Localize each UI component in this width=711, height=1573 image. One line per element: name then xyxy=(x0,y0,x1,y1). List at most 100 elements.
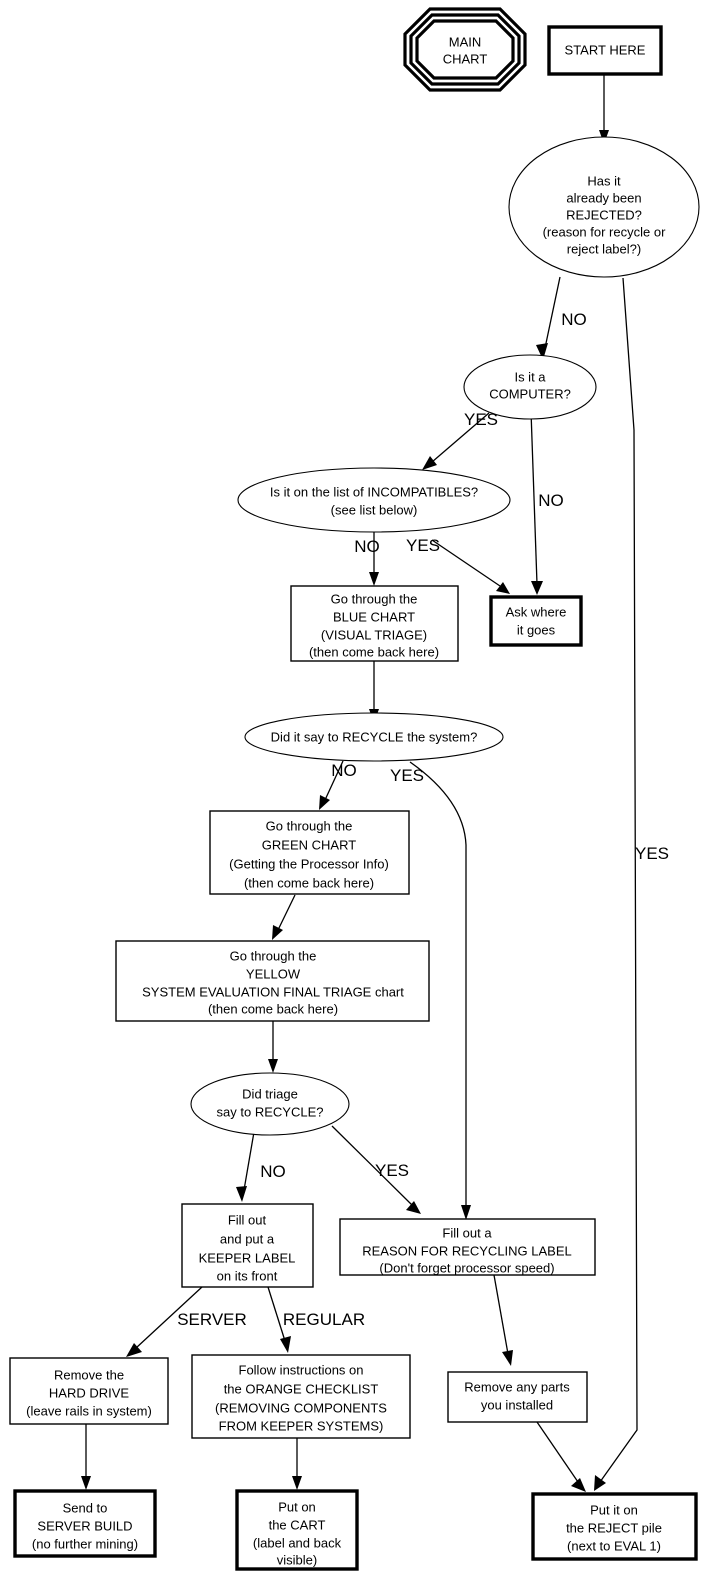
edge-label-computer-yes: YES xyxy=(464,410,498,429)
edge-incompat-yes xyxy=(431,539,510,594)
already-rejected-line4: (reason for recycle or xyxy=(543,224,666,239)
edge-removeparts-to-reject xyxy=(536,1421,586,1492)
edge-rejected-no xyxy=(536,276,561,360)
orange-checklist-line4: FROM KEEPER SYSTEMS) xyxy=(219,1418,384,1433)
triage-recycle-line1: Did triage xyxy=(242,1086,298,1101)
already-rejected-line1: Has it xyxy=(587,173,621,188)
edge-label-computer-no: NO xyxy=(538,491,564,510)
blue-chart-line3: (VISUAL TRIAGE) xyxy=(321,627,427,642)
remove-hdd-line2: HARD DRIVE xyxy=(49,1385,130,1400)
node-already-rejected[interactable]: Has it already been REJECTED? (reason fo… xyxy=(508,136,700,278)
node-yellow-chart[interactable]: Go through the YELLOW SYSTEM EVALUATION … xyxy=(115,940,430,1022)
edge-computer-no xyxy=(530,410,543,595)
node-incompatibles[interactable]: Is it on the list of INCOMPATIBLES? (see… xyxy=(237,467,511,533)
edge-rejected-yes xyxy=(594,277,638,1491)
edges-layer xyxy=(81,74,638,1492)
edge-label-incompat-no: NO xyxy=(354,537,380,556)
say-recycle-line1: Did it say to RECYCLE the system? xyxy=(271,729,478,744)
edge-label-incompat-yes: YES xyxy=(406,536,440,555)
edge-hdd-to-serverbuild xyxy=(81,1424,91,1490)
edge-keeper-regular xyxy=(267,1286,291,1353)
already-rejected-line5: reject label?) xyxy=(567,241,641,256)
node-server-build[interactable]: Send to SERVER BUILD (no further mining) xyxy=(13,1489,157,1558)
start-here-label: START HERE xyxy=(565,42,646,57)
main-chart-line2: CHART xyxy=(443,51,488,66)
edge-label-recycle-yes: YES xyxy=(390,766,424,785)
node-say-recycle[interactable]: Did it say to RECYCLE the system? xyxy=(244,712,504,762)
yellow-chart-line3: SYSTEM EVALUATION FINAL TRIAGE chart xyxy=(142,984,404,999)
green-chart-line3: (Getting the Processor Info) xyxy=(229,856,389,871)
orange-checklist-line1: Follow instructions on xyxy=(239,1362,364,1377)
node-remove-hdd[interactable]: Remove the HARD DRIVE (leave rails in sy… xyxy=(9,1357,169,1425)
edge-label-triage-yes: YES xyxy=(375,1161,409,1180)
green-chart-line4: (then come back here) xyxy=(244,875,374,890)
green-chart-line2: GREEN CHART xyxy=(262,837,356,852)
server-build-line1: Send to xyxy=(63,1500,108,1515)
edge-green-to-yellow xyxy=(272,894,296,940)
ask-where-line2: it goes xyxy=(517,622,556,637)
ask-where-line1: Ask where xyxy=(506,604,567,619)
orange-checklist-line2: the ORANGE CHECKLIST xyxy=(224,1381,379,1396)
already-rejected-line2: already been xyxy=(566,190,641,205)
node-put-cart[interactable]: Put on the CART (label and back visible) xyxy=(235,1489,359,1571)
node-start-here[interactable]: START HERE xyxy=(547,25,663,76)
node-keeper-label[interactable]: Fill out and put a KEEPER LABEL on its f… xyxy=(181,1203,314,1288)
remove-hdd-line1: Remove the xyxy=(54,1367,124,1382)
node-orange-checklist[interactable]: Follow instructions on the ORANGE CHECKL… xyxy=(191,1354,411,1439)
put-cart-line4: visible) xyxy=(277,1552,317,1567)
recycling-label-line3: (Don't forget processor speed) xyxy=(379,1260,554,1275)
put-cart-line3: (label and back xyxy=(253,1535,342,1550)
server-build-line3: (no further mining) xyxy=(32,1536,138,1551)
node-recycling-label[interactable]: Fill out a REASON FOR RECYCLING LABEL (D… xyxy=(339,1218,596,1276)
blue-chart-line4: (then come back here) xyxy=(309,644,439,659)
keeper-label-line3: KEEPER LABEL xyxy=(199,1250,296,1265)
is-computer-line2: COMPUTER? xyxy=(489,386,571,401)
node-main-chart[interactable]: MAIN CHART xyxy=(403,7,527,92)
is-computer-line1: Is it a xyxy=(514,369,546,384)
edge-label-keeper-server: SERVER xyxy=(177,1310,247,1329)
orange-checklist-line3: (REMOVING COMPONENTS xyxy=(215,1400,387,1415)
already-rejected-line3: REJECTED? xyxy=(566,207,642,222)
edge-start-to-rejected xyxy=(599,74,609,144)
yellow-chart-line2: YELLOW xyxy=(246,966,301,981)
edge-orange-to-cart xyxy=(292,1438,302,1490)
triage-recycle-line2: say to RECYCLE? xyxy=(217,1104,324,1119)
edge-label-rejected-yes: YES xyxy=(635,844,669,863)
edge-recycling-to-removeparts xyxy=(493,1274,513,1366)
incompatibles-line1: Is it on the list of INCOMPATIBLES? xyxy=(270,484,478,499)
reject-pile-line3: (next to EVAL 1) xyxy=(567,1538,661,1553)
keeper-label-line2: and put a xyxy=(220,1231,275,1246)
node-green-chart[interactable]: Go through the GREEN CHART (Getting the … xyxy=(209,810,410,895)
edge-triage-no xyxy=(236,1131,255,1202)
blue-chart-line1: Go through the xyxy=(331,591,418,606)
node-triage-recycle[interactable]: Did triage say to RECYCLE? xyxy=(190,1072,350,1136)
node-remove-parts[interactable]: Remove any parts you installed xyxy=(447,1371,588,1423)
main-chart-line1: MAIN xyxy=(449,34,482,49)
recycling-label-line2: REASON FOR RECYCLING LABEL xyxy=(362,1243,572,1258)
remove-hdd-line3: (leave rails in system) xyxy=(26,1403,152,1418)
edge-triage-yes xyxy=(331,1125,421,1214)
node-ask-where[interactable]: Ask where it goes xyxy=(489,595,583,647)
yellow-chart-line1: Go through the xyxy=(230,948,317,963)
node-reject-pile[interactable]: Put it on the REJECT pile (next to EVAL … xyxy=(531,1492,698,1561)
edge-yellow-to-triage xyxy=(268,1021,278,1073)
remove-parts-line1: Remove any parts xyxy=(464,1379,570,1394)
edge-computer-yes xyxy=(422,412,490,470)
edge-recycle-no xyxy=(319,760,344,810)
reject-pile-line2: the REJECT pile xyxy=(566,1520,662,1535)
node-blue-chart[interactable]: Go through the BLUE CHART (VISUAL TRIAGE… xyxy=(290,585,459,662)
edge-label-recycle-no: NO xyxy=(331,761,357,780)
incompatibles-line2: (see list below) xyxy=(331,502,418,517)
node-is-computer[interactable]: Is it a COMPUTER? xyxy=(463,354,597,420)
keeper-label-line4: on its front xyxy=(217,1268,278,1283)
green-chart-line1: Go through the xyxy=(266,818,353,833)
edge-labels-layer: NO YES YES NO NO YES NO YES NO YES SERVE… xyxy=(177,310,669,1329)
yellow-chart-line4: (then come back here) xyxy=(208,1001,338,1016)
recycling-label-line1: Fill out a xyxy=(442,1225,492,1240)
blue-chart-line2: BLUE CHART xyxy=(333,609,415,624)
reject-pile-line1: Put it on xyxy=(590,1502,638,1517)
put-cart-line2: the CART xyxy=(269,1517,326,1532)
edge-label-triage-no: NO xyxy=(260,1162,286,1181)
edge-label-rejected-no: NO xyxy=(561,310,587,329)
